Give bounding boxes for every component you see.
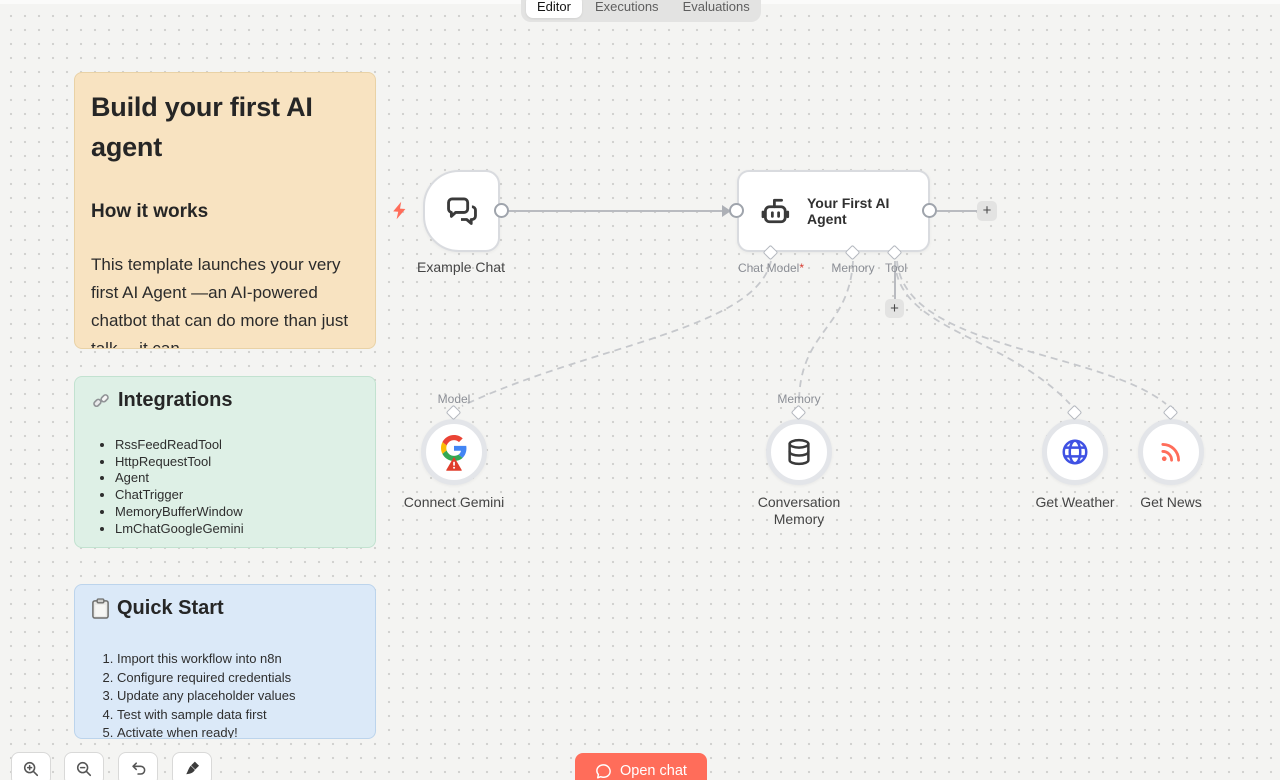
node-label-connect-gemini: Connect Gemini: [403, 494, 505, 510]
output-port-example-chat[interactable]: [494, 203, 509, 218]
port-label-chat-model: Chat Model*: [737, 261, 805, 275]
trigger-lightning-icon: [393, 201, 406, 220]
output-port-agent[interactable]: [922, 203, 937, 218]
zoom-in-button[interactable]: [11, 752, 51, 780]
sticky-note-integrations[interactable]: Integrations RssFeedReadTool HttpRequest…: [74, 376, 376, 548]
list-item: ChatTrigger: [115, 487, 359, 504]
node-your-first-ai-agent[interactable]: Your First AI Agent: [737, 170, 930, 252]
zoom-out-button[interactable]: [64, 752, 104, 780]
database-icon: [788, 438, 810, 466]
node-label-conversation-memory: Conversation Memory: [757, 494, 841, 527]
tidy-up-button[interactable]: [172, 752, 212, 780]
open-chat-button[interactable]: Open chat: [575, 753, 707, 780]
list-item: LmChatGoogleGemini: [115, 521, 359, 538]
note-title: Quick Start: [117, 597, 224, 619]
note-title: Build your first AI agent: [91, 92, 313, 162]
list-item: MemoryBufferWindow: [115, 504, 359, 521]
node-example-chat[interactable]: [423, 170, 500, 252]
list-item: HttpRequestTool: [115, 454, 359, 471]
port-label-memory: Memory: [831, 261, 875, 275]
open-chat-label: Open chat: [620, 763, 687, 779]
node-label-agent: Your First AI Agent: [807, 195, 890, 227]
list-item: RssFeedReadTool: [115, 437, 359, 454]
clipboard-icon: [92, 598, 109, 619]
node-get-weather[interactable]: [1042, 419, 1108, 485]
tab-editor[interactable]: Editor: [526, 0, 582, 18]
node-label-example-chat: Example Chat: [417, 259, 505, 275]
robot-icon: [761, 198, 790, 224]
undo-icon: [131, 762, 145, 775]
view-tabbar: Editor Executions Evaluations: [521, 0, 761, 22]
google-g-icon: [441, 435, 467, 461]
tab-executions[interactable]: Executions: [594, 0, 659, 14]
globe-icon: [1062, 439, 1088, 465]
undo-button[interactable]: [118, 752, 158, 780]
node-connect-gemini[interactable]: [421, 419, 487, 485]
rss-icon: [1161, 443, 1180, 462]
tab-evaluations[interactable]: Evaluations: [682, 0, 750, 14]
zoom-out-icon: [76, 761, 92, 777]
quickstart-steps: Import this workflow into n8n Configure …: [91, 650, 359, 738]
sticky-note-build-first-agent[interactable]: Build your first AI agent How it works T…: [74, 72, 376, 349]
port-label-memory-sub: Memory: [777, 392, 821, 406]
required-asterisk: *: [799, 261, 805, 275]
port-label-model: Model: [437, 392, 471, 406]
sticky-note-quick-start[interactable]: Quick Start Import this workflow into n8…: [74, 584, 376, 739]
list-item: Update any placeholder values: [117, 687, 359, 706]
link-icon: [93, 393, 109, 407]
chat-bubble-icon: [596, 763, 611, 779]
node-conversation-memory[interactable]: [766, 419, 832, 485]
tidy-up-broom-icon: [186, 761, 200, 775]
list-item: Activate when ready!: [117, 724, 359, 738]
list-item: Agent: [115, 470, 359, 487]
list-item: Configure required credentials: [117, 669, 359, 688]
list-item: Import this workflow into n8n: [117, 650, 359, 669]
note-subtitle: How it works: [91, 201, 209, 222]
note-title: Integrations: [118, 389, 233, 411]
add-node-plus-button[interactable]: +: [977, 201, 997, 221]
integrations-list: RssFeedReadTool HttpRequestTool Agent Ch…: [91, 437, 359, 537]
zoom-in-icon: [23, 761, 39, 777]
credentials-warning-icon: [446, 457, 462, 471]
chat-bubbles-icon: [446, 197, 477, 225]
node-label-get-weather: Get Weather: [1035, 494, 1115, 510]
list-item: Test with sample data first: [117, 706, 359, 725]
note-body: This template launches your very first A…: [91, 255, 349, 349]
port-label-tool: Tool: [884, 261, 907, 275]
node-label-get-news: Get News: [1140, 494, 1202, 510]
node-get-news[interactable]: [1138, 419, 1204, 485]
add-tool-plus-button[interactable]: +: [885, 299, 904, 318]
input-port-agent[interactable]: [729, 203, 744, 218]
